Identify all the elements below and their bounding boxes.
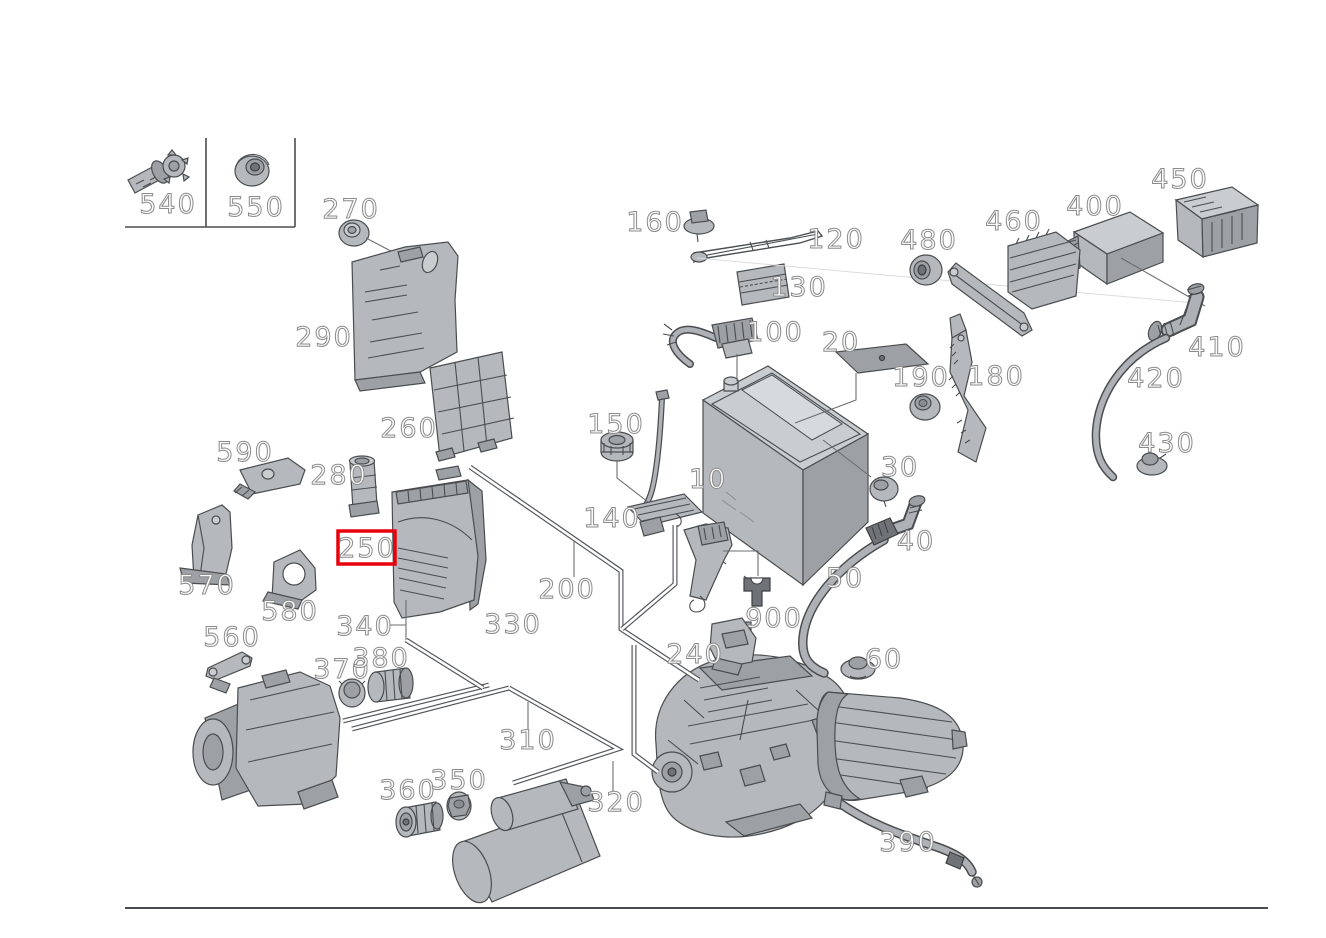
grommet-370-part (338, 678, 366, 708)
bracket-590-part (233, 457, 306, 500)
leader-30 (822, 439, 872, 478)
callout-280[interactable]: 280 (310, 460, 368, 492)
holddown-140-part (626, 389, 704, 537)
callout-450[interactable]: 450 (1151, 164, 1209, 196)
callout-160[interactable]: 160 (626, 207, 684, 239)
clamp-130-part (736, 263, 790, 306)
callout-320[interactable]: 320 (587, 787, 645, 819)
canister-380-part (367, 667, 414, 703)
sensor-240-part (683, 521, 733, 613)
bracket-570-part (179, 504, 233, 586)
callout-480[interactable]: 480 (900, 225, 958, 257)
nut-350-part (446, 791, 472, 821)
ecu-250-part (391, 465, 487, 619)
grommet-30-part (869, 476, 899, 508)
module-260-part (429, 351, 515, 462)
callout-140[interactable]: 140 (583, 503, 641, 535)
callout-10[interactable]: 10 (688, 464, 727, 496)
callout-180[interactable]: 180 (967, 361, 1025, 393)
elbow-410-part (1147, 283, 1205, 342)
callout-20[interactable]: 20 (821, 327, 860, 359)
callout-240[interactable]: 240 (666, 639, 724, 671)
nut-150-part (600, 431, 634, 462)
cable-390-part (823, 791, 983, 888)
callout-260[interactable]: 260 (380, 413, 438, 445)
grommet-430-part (1136, 452, 1168, 476)
callout-290[interactable]: 290 (295, 322, 353, 354)
callout-390[interactable]: 390 (879, 827, 937, 859)
callout-570[interactable]: 570 (178, 570, 236, 602)
callout-60[interactable]: 60 (864, 644, 903, 676)
grommet-60-part (840, 656, 876, 680)
callout-120[interactable]: 120 (807, 224, 865, 256)
sleeve-280-part (348, 455, 380, 518)
nut-270-part (338, 219, 370, 247)
inset-table (125, 138, 296, 228)
leader-150 (616, 461, 649, 503)
heatsink-460-part (1007, 228, 1081, 310)
callout-270[interactable]: 270 (322, 194, 380, 226)
bolt-160-part (683, 209, 715, 243)
construction-line (696, 257, 1196, 304)
bracket-240-lower-part (709, 617, 757, 676)
rod-120-part (690, 230, 824, 264)
callout-30[interactable]: 30 (880, 452, 919, 484)
leader-lines (387, 541, 614, 791)
highlight-box-250 (336, 529, 397, 566)
terminal-100-part (662, 317, 759, 368)
callout-410[interactable]: 410 (1188, 332, 1246, 364)
callout-190[interactable]: 190 (892, 362, 950, 394)
battery-10-part (701, 365, 870, 587)
hose-420-part (1091, 333, 1171, 482)
bracket-290-part (351, 241, 459, 392)
hose-50-part (798, 517, 899, 678)
callout-250[interactable]: 250 (338, 533, 396, 565)
callout-200[interactable]: 200 (538, 574, 596, 606)
callout-420[interactable]: 420 (1127, 363, 1185, 395)
arm-560-part (205, 651, 253, 694)
callout-400[interactable]: 400 (1066, 191, 1124, 223)
callout-labels: 540 550 270 290 260 280 250 590 570 580 … (139, 164, 1246, 859)
nut-190-part (909, 393, 941, 421)
callout-100[interactable]: 100 (746, 317, 804, 349)
callout-340[interactable]: 340 (336, 611, 394, 643)
leader-240-900 (723, 550, 759, 576)
connector-450-part (1174, 186, 1260, 259)
callout-310[interactable]: 310 (499, 725, 557, 757)
callout-540[interactable]: 540 (139, 189, 197, 221)
transmission-part (816, 691, 968, 802)
grommet-480-part (909, 254, 943, 286)
callout-360[interactable]: 360 (379, 775, 437, 807)
callout-330[interactable]: 330 (484, 609, 542, 641)
callout-430[interactable]: 430 (1138, 428, 1196, 460)
callout-50[interactable]: 50 (825, 563, 864, 595)
bracket-580-part (262, 549, 317, 610)
callout-370[interactable]: 370 (313, 654, 371, 686)
callout-130[interactable]: 130 (770, 272, 828, 304)
callout-900[interactable]: 900 (745, 603, 803, 635)
callout-40[interactable]: 40 (896, 526, 935, 558)
callout-460[interactable]: 460 (985, 206, 1043, 238)
callout-590[interactable]: 590 (216, 437, 274, 469)
callout-560[interactable]: 560 (203, 622, 261, 654)
callout-150[interactable]: 150 (587, 409, 645, 441)
bracket-480-part (947, 262, 1033, 337)
leader-20 (794, 373, 857, 424)
strap-180-part (948, 313, 987, 463)
starter-part (452, 778, 601, 904)
harness-outlines (342, 464, 701, 786)
bolt-540-part (127, 149, 191, 194)
callout-550[interactable]: 550 (227, 192, 285, 224)
alternator-part (192, 669, 341, 810)
clip-900-part (743, 577, 771, 607)
callout-580[interactable]: 580 (261, 596, 319, 628)
canister-360-part (395, 801, 444, 838)
plate-20-part (834, 343, 930, 374)
nut-550-part (234, 153, 270, 187)
callout-350[interactable]: 350 (430, 765, 488, 797)
callout-380[interactable]: 380 (352, 643, 410, 675)
